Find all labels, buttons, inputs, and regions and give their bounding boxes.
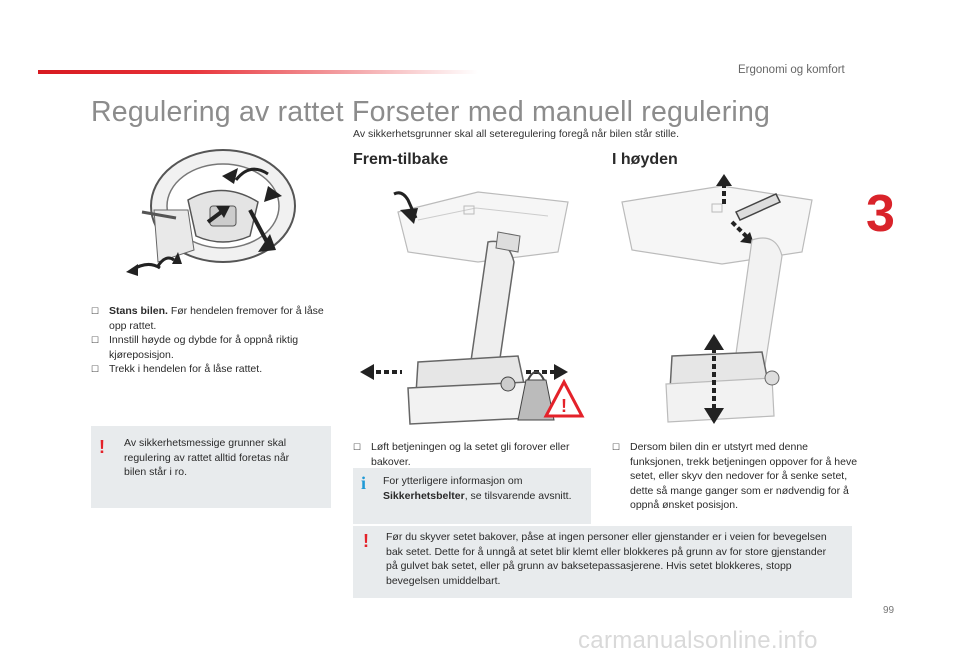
seat-height-illustration <box>612 172 852 430</box>
seats-subtitle: Av sikkerhetsgrunner skal all seteregule… <box>353 128 680 140</box>
list-item: ☐ Trekk i hendelen for å låse rattet. <box>91 363 263 376</box>
section-name: Ergonomi og komfort <box>738 64 845 76</box>
height-heading: I høyden <box>612 151 678 168</box>
fore-aft-heading: Frem-tilbake <box>353 151 449 168</box>
chapter-number: 3 <box>866 185 895 243</box>
checkbox-bullet-icon: ☐ <box>91 335 100 346</box>
list-item: ☐ Dersom bilen din er utstyrt med denne … <box>612 441 858 512</box>
checkbox-bullet-icon: ☐ <box>91 306 100 316</box>
checkbox-bullet-icon: ☐ <box>612 442 621 452</box>
list-item: ☐ Innstill høyde og dybde for å oppnå ri… <box>91 334 299 361</box>
height-instructions: ☐ Dersom bilen din er utstyrt med denne … <box>612 440 860 513</box>
checkbox-bullet-icon: ☐ <box>353 442 362 452</box>
header-accent-bar <box>38 70 478 74</box>
seatbelt-info-box: i For ytterligere informasjon om Sikkerh… <box>353 468 591 524</box>
exclamation-icon: ! <box>363 531 369 551</box>
page-number: 99 <box>883 605 895 616</box>
seat-warning-box: ! Før du skyver setet bakover, påse at i… <box>353 526 852 598</box>
list-item: ☐ Stans bilen. Før hendelen fremover for… <box>91 305 324 332</box>
warning-triangle-icon: ! <box>543 378 585 418</box>
steering-wheel-illustration <box>118 140 308 280</box>
info-icon: i <box>361 473 367 493</box>
list-item: ☐ Løft betjeningen og la setet gli forov… <box>353 441 570 468</box>
svg-text:!: ! <box>561 396 567 416</box>
seats-title: Forseter med manuell regulering <box>352 96 771 128</box>
fore-aft-instructions: ☐ Løft betjeningen og la setet gli forov… <box>353 440 593 469</box>
steering-warning-box: ! Av sikkerhetsmessige grunner skal regu… <box>91 426 331 508</box>
checkbox-bullet-icon: ☐ <box>91 364 100 375</box>
steering-title: Regulering av rattet <box>91 96 344 128</box>
seat-fore-aft-illustration: ! <box>358 172 592 430</box>
steering-instructions: ☐ Stans bilen. Før hendelen fremover for… <box>91 304 331 377</box>
watermark: carmanualsonline.info <box>578 627 818 654</box>
exclamation-icon: ! <box>99 437 105 457</box>
